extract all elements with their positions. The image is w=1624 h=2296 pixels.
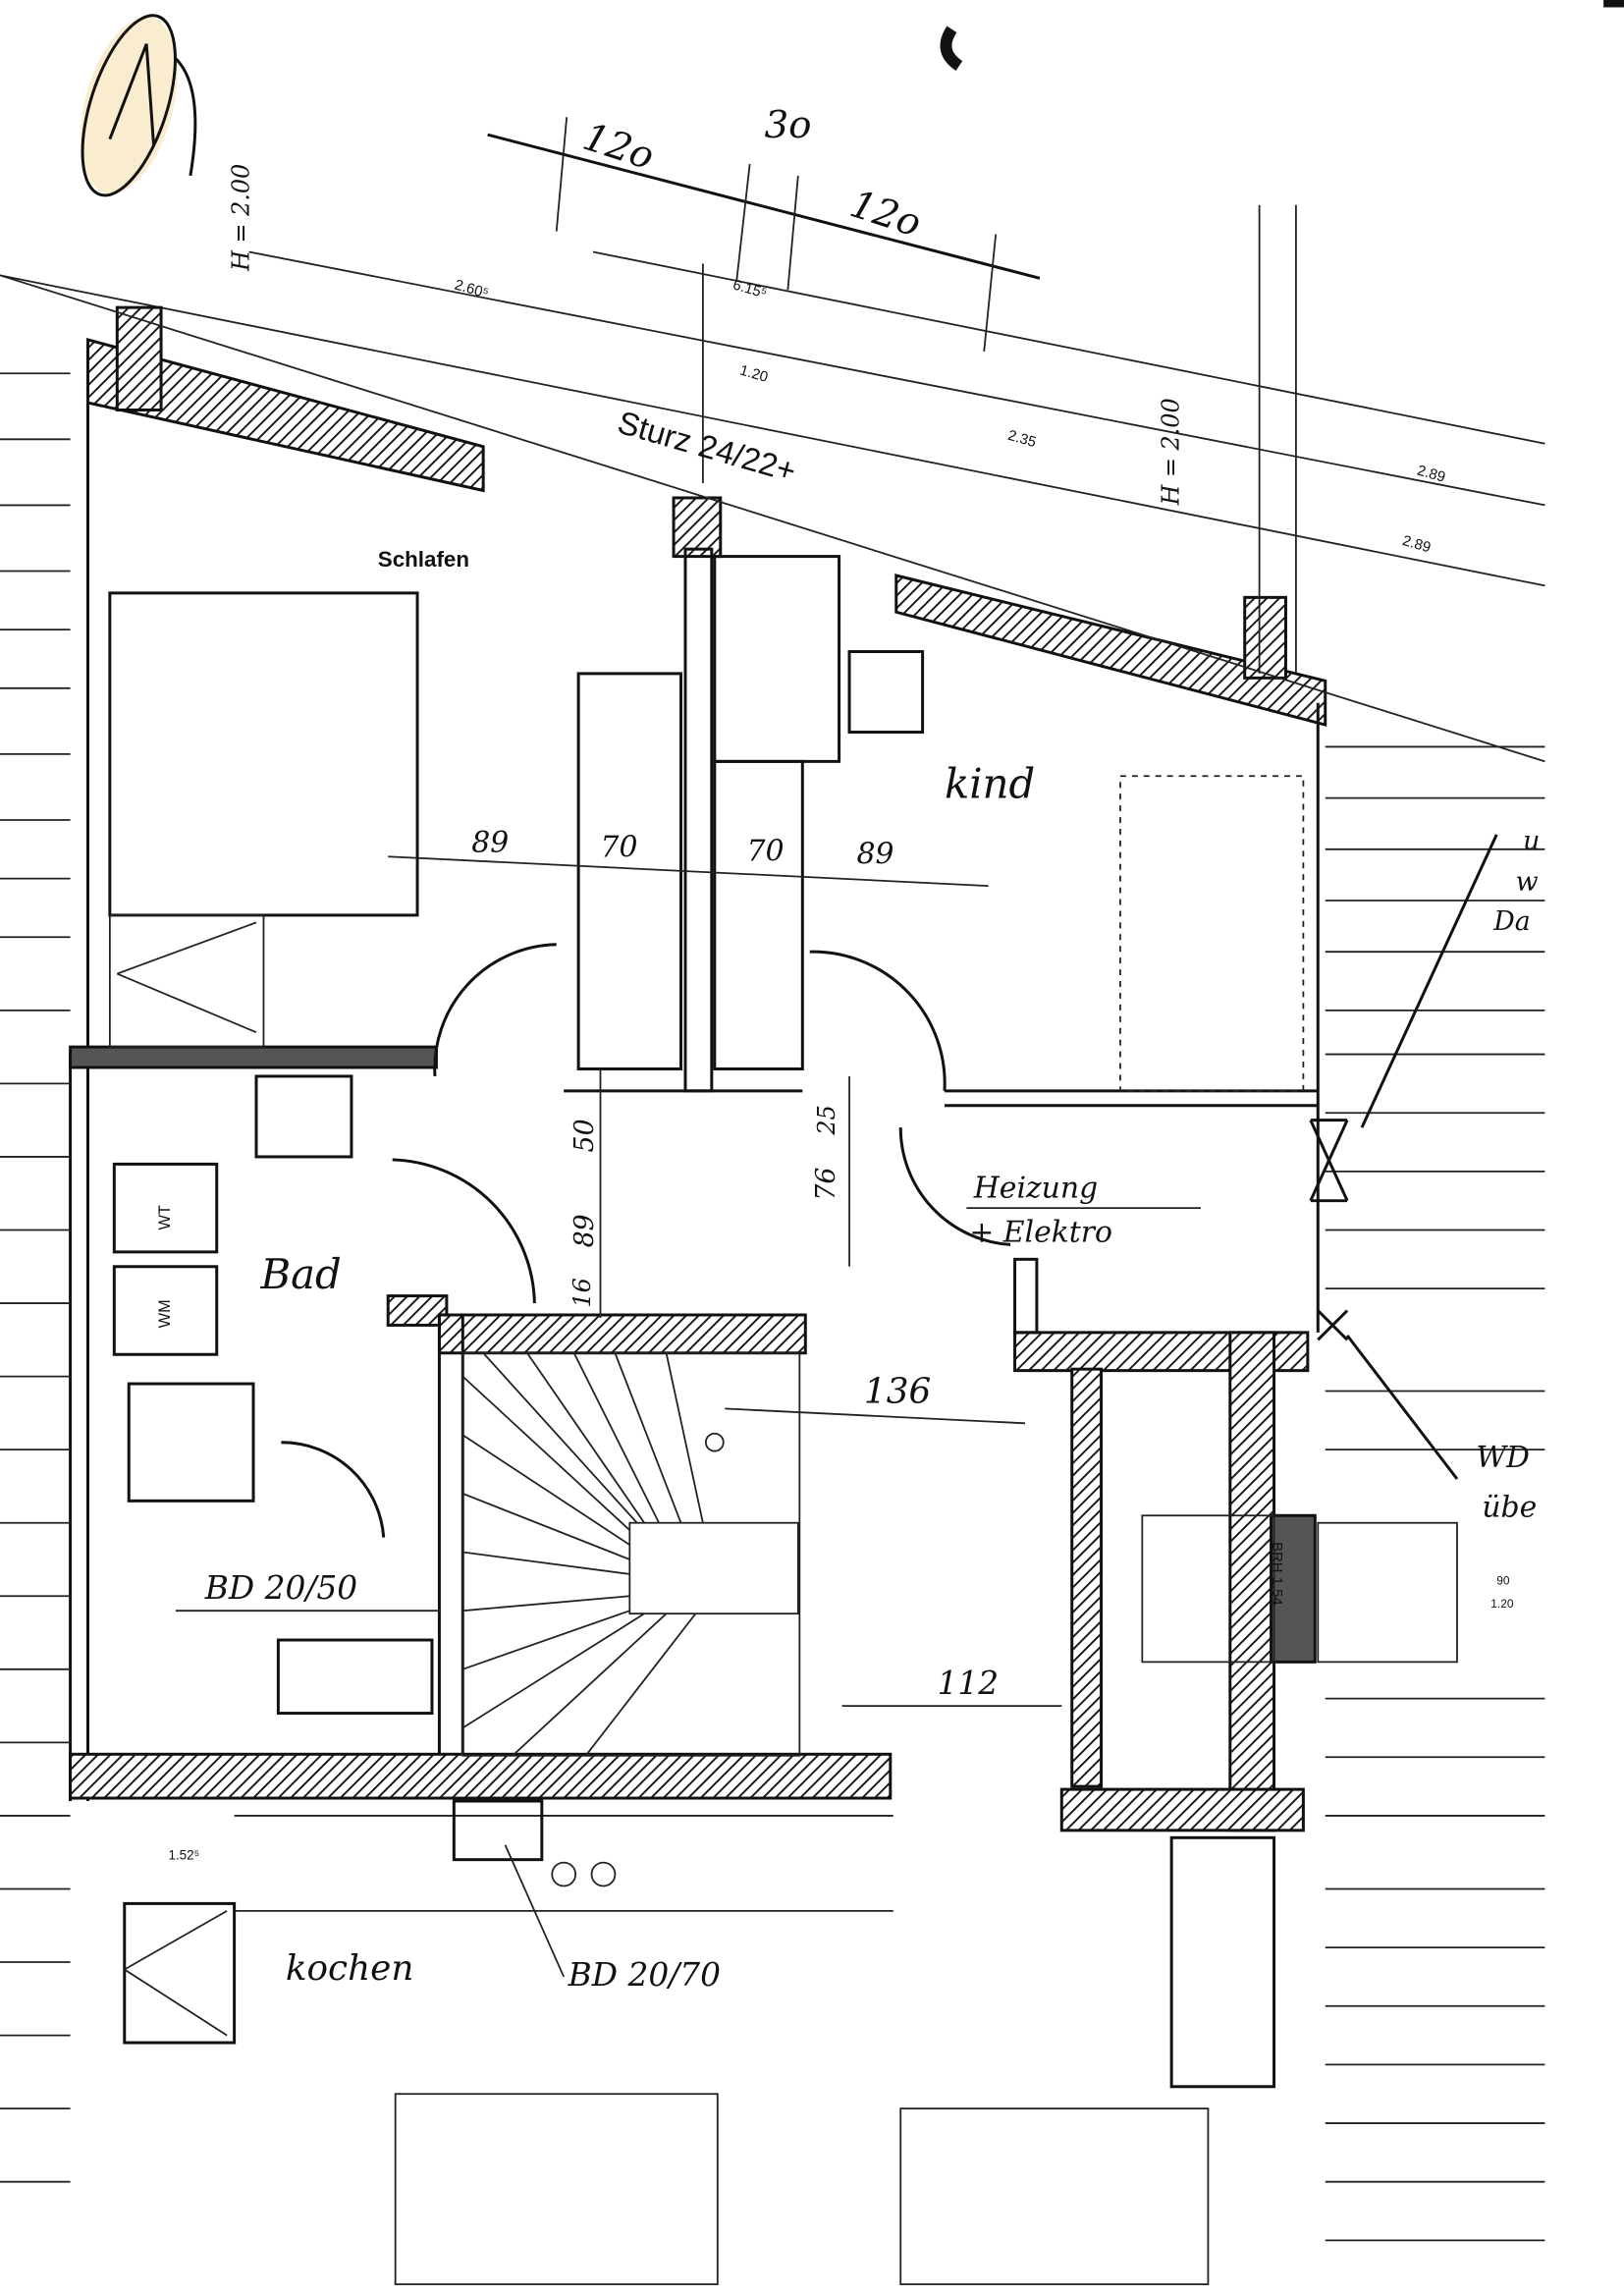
door-swings <box>281 943 1011 1538</box>
dim-615: 6.15⁵ <box>731 277 768 301</box>
room-bad: Bad <box>259 1250 341 1298</box>
printed-dimension-lines: 2.60⁵ 6.15⁵ 1.20 2.35 2.89 2.89 Sturz 24… <box>0 164 1545 587</box>
note-bd-bad: BD 20/50 <box>204 1569 357 1607</box>
walls <box>69 380 1320 1832</box>
dim-50: 50 <box>569 1119 600 1152</box>
punch-mark <box>940 26 963 72</box>
margin-note-1: u <box>1523 826 1540 856</box>
interior-dimensions: 89 70 70 89 50 89 16 25 76 136 112 BRH 1… <box>169 826 1514 1863</box>
exterior-lines <box>0 372 1545 2242</box>
note-wd-2: übe <box>1482 1491 1537 1525</box>
brh-label: BRH 1,54 <box>1269 1542 1284 1606</box>
dim-235: 2.35 <box>1006 428 1038 451</box>
dim-260: 2.60⁵ <box>453 277 490 301</box>
dim-289-a: 2.89 <box>1415 463 1446 485</box>
dim-70-left: 70 <box>600 830 637 864</box>
sturz-label: Sturz 24/22+ <box>614 404 800 489</box>
height-left: H = 2.00 <box>228 164 255 272</box>
dim-120-left: 12o <box>577 115 659 179</box>
room-labels: Schlafen kind Bad kochen <box>259 547 1035 1989</box>
roof-walls <box>0 204 1545 763</box>
note-bd-kochen: BD 20/70 <box>568 1956 721 1994</box>
window-90: 90 <box>1496 1573 1510 1587</box>
room-schlafen: Schlafen <box>378 547 469 572</box>
scan-edge <box>1603 0 1624 8</box>
dim-289-b: 2.89 <box>1400 533 1432 556</box>
washing-machine <box>112 1265 219 1356</box>
dim-120: 1.20 <box>738 363 770 386</box>
dim-89-left: 89 <box>471 826 509 860</box>
dim-76: 76 <box>811 1168 841 1201</box>
label-wt: WT <box>156 1205 174 1230</box>
notes: Heizung + Elektro BD 20/50 BD 20/70 WT W… <box>156 826 1540 1994</box>
staircase <box>461 1351 801 1757</box>
dim-136: 136 <box>864 1371 931 1411</box>
room-kochen: kochen <box>286 1948 414 1989</box>
margin-note-2: w <box>1516 867 1539 898</box>
note-wd: WD <box>1476 1441 1530 1475</box>
height-right: H = 2.00 <box>1158 398 1185 506</box>
dim-30: 3o <box>765 103 812 147</box>
dim-16: 16 <box>568 1278 596 1307</box>
washbasin <box>112 1162 219 1254</box>
dim-89-vertical: 89 <box>569 1214 600 1247</box>
room-kind: kind <box>945 760 1035 808</box>
dim-25: 25 <box>813 1105 840 1135</box>
note-elektro: + Elektro <box>969 1215 1112 1249</box>
label-wm: WM <box>156 1299 174 1328</box>
dim-89-right: 89 <box>856 838 893 872</box>
margin-note-3: Da <box>1492 906 1531 937</box>
dim-70-right: 70 <box>747 835 785 869</box>
window-120: 1.20 <box>1490 1597 1514 1611</box>
dim-152: 1.52⁵ <box>169 1848 200 1863</box>
dim-112: 112 <box>938 1665 1000 1702</box>
note-heizung: Heizung <box>973 1172 1098 1206</box>
dim-120-right: 12o <box>844 182 926 246</box>
handwritten-stamp <box>80 14 197 197</box>
